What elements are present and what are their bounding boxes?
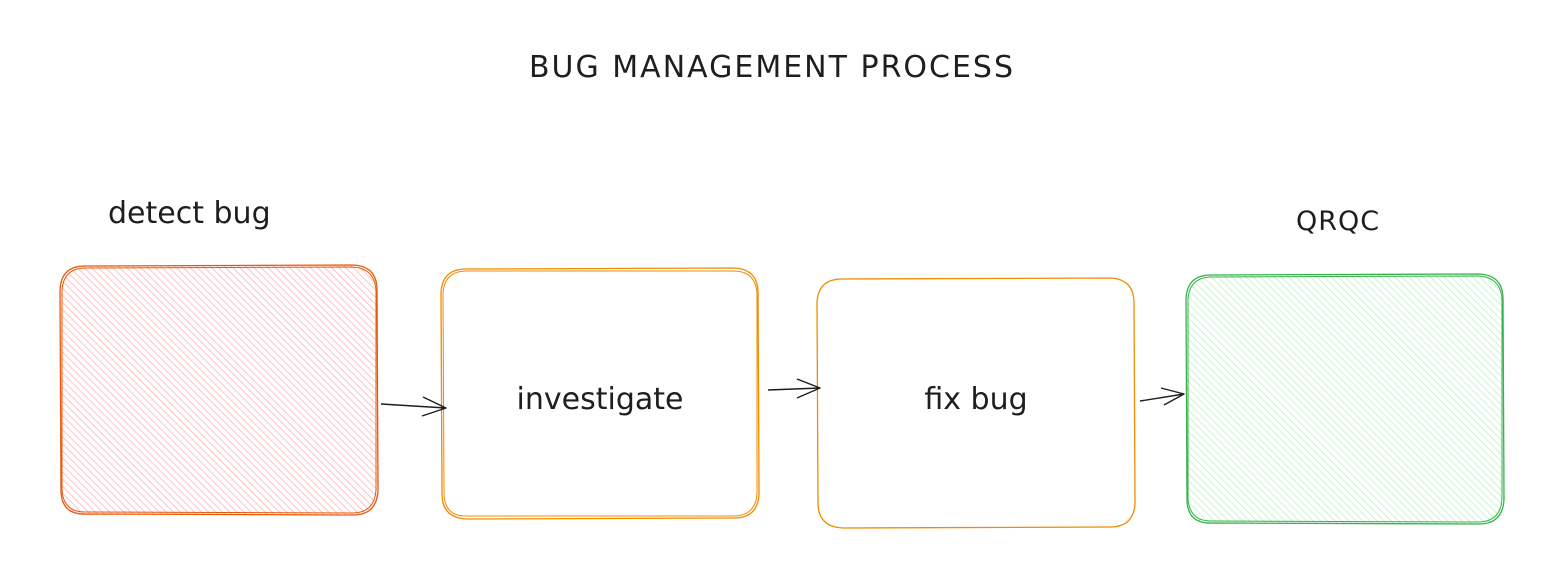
- edge-investigate-to-fix: [767, 378, 821, 399]
- node-label-fix-bug: fix bug: [924, 382, 1028, 417]
- node-label-detect-bug: detect bug: [108, 196, 271, 231]
- node-label-qrqc: QRQC: [1296, 206, 1381, 237]
- node-fix-bug: [816, 277, 1136, 529]
- edge-fix-to-qrqc: [1139, 387, 1185, 406]
- edge-detect-to-investigate: [380, 396, 447, 417]
- diagram-title: BUG MANAGEMENT PROCESS: [528, 50, 1016, 85]
- node-qrqc: [1185, 273, 1505, 525]
- node-detect-bug: [59, 264, 379, 516]
- node-investigate: [440, 267, 760, 520]
- node-label-investigate: investigate: [516, 382, 684, 417]
